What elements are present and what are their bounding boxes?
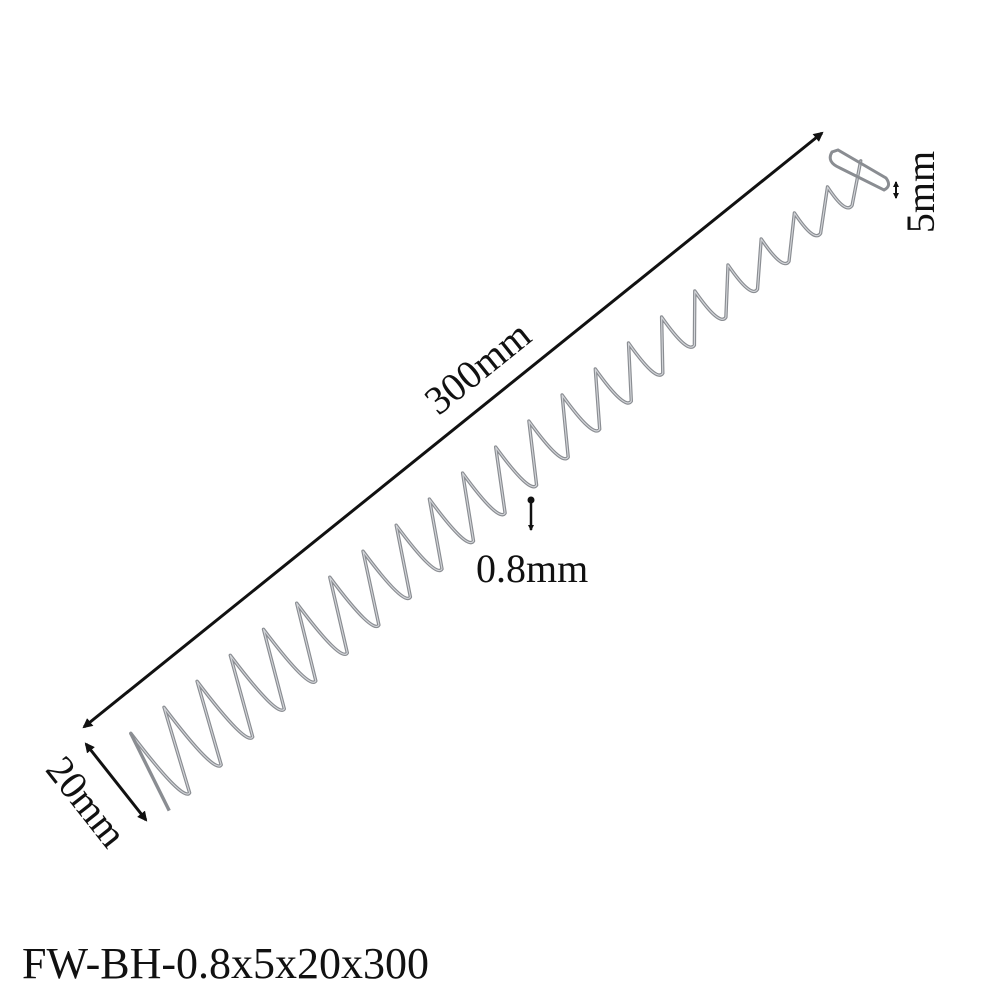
end-width-label: 5mm — [898, 151, 943, 233]
product-model-caption: FW-BH-0.8x5x20x300 — [22, 939, 429, 988]
spring-coil-wire — [129, 148, 891, 812]
wire-label: 0.8mm — [476, 546, 588, 591]
length-label: 300mm — [416, 312, 539, 424]
length-dimension-arrow — [82, 131, 824, 729]
wire-measure-dot — [527, 496, 535, 504]
spring-end-loop — [828, 148, 891, 192]
start-width-label: 20mm — [37, 748, 136, 856]
start-width-dimension-arrow — [84, 742, 148, 822]
spring-wire-highlight — [130, 160, 862, 795]
spring-wire-body — [129, 159, 863, 796]
